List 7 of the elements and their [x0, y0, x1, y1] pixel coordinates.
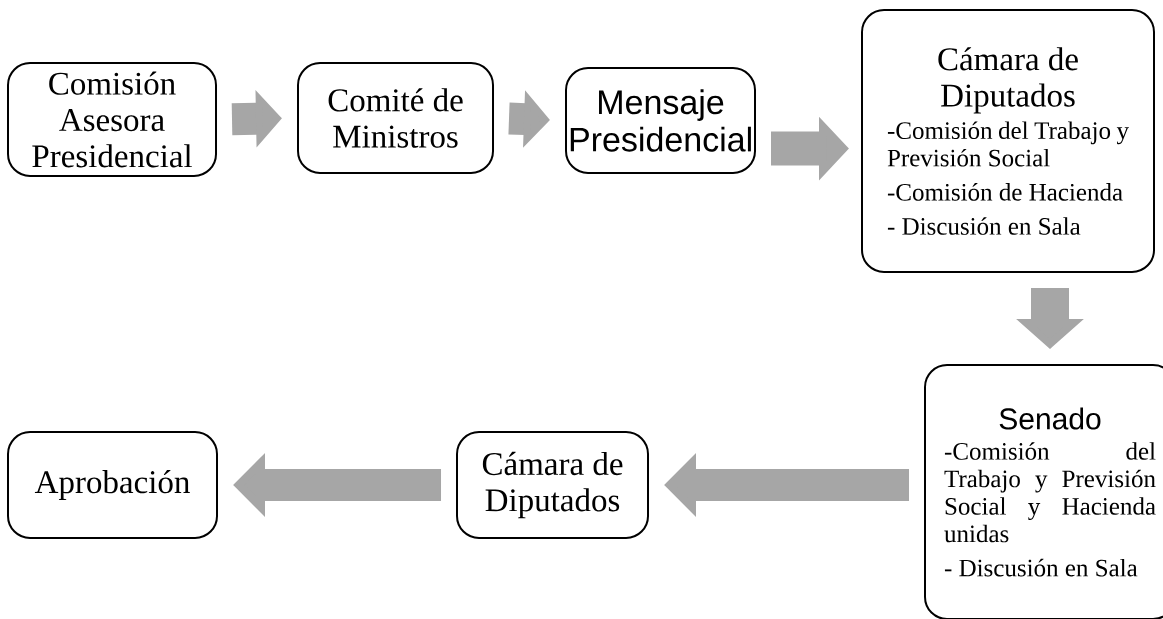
process-box: Comisión Asesora Presidencial: [7, 62, 217, 177]
process-box: Senado -Comisión del Trabajo y Previsión Social y Hacienda unidas - Discusión en Sala: [924, 364, 1163, 619]
process-box: Aprobación: [7, 431, 218, 539]
process-box: Cámara de Diputados: [456, 431, 649, 539]
process-box: Comité de Ministros: [297, 62, 494, 174]
process-box: Mensaje Presidencial: [565, 67, 756, 174]
process-box: Cámara de Diputados -Comisión del Trabajo y Previsión Social -Comisión de Hacienda - Discusión en Sala: [861, 9, 1155, 273]
